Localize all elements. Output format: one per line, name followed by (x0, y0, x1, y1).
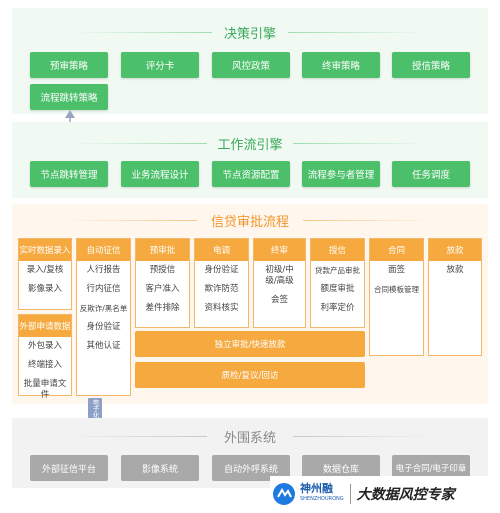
column-item[interactable]: 欺诈防范 (204, 284, 239, 294)
quality-review-bar[interactable]: 质检/复议/回访 (135, 362, 365, 388)
column-item[interactable]: 外包录入 (27, 341, 62, 351)
disbursement-column: 放款 放款 (428, 238, 482, 356)
brand-logo-icon (273, 483, 295, 505)
final-review-column: 终审 初级/中级/高级 会签 (253, 238, 306, 328)
column-header: 合同 (370, 239, 423, 261)
business-flow-design-button[interactable]: 业务流程设计 (121, 161, 199, 187)
external-systems-title: 外围系统 (223, 431, 276, 446)
column-item[interactable]: 合同模板管理 (374, 285, 419, 294)
column-item[interactable]: 影像录入 (27, 284, 62, 294)
brand-name: 神州融 (300, 482, 333, 495)
title-line-left (67, 436, 207, 437)
node-jump-management-button[interactable]: 节点跳转管理 (30, 161, 108, 187)
title-line-right (303, 220, 438, 221)
column-item[interactable]: 面签 (387, 265, 405, 275)
credit-approval-title: 信贷审批流程 (210, 215, 289, 230)
column-item[interactable]: 贷款产品审批 (315, 266, 360, 275)
title-line-left (72, 32, 212, 33)
brand-divider (349, 484, 351, 504)
flow-participant-management-button[interactable]: 流程参与者管理 (302, 161, 380, 187)
column-item[interactable]: 其他认证 (86, 341, 121, 351)
column-item[interactable]: 初级/中级/高级 (265, 265, 294, 286)
auto-credit-check-column: 自动征信 人行报告 行内征信 反欺诈/黑名单 身份验证 其他认证 (76, 238, 131, 396)
column-item[interactable]: 批量申请文件 (23, 379, 67, 400)
node-resource-config-button[interactable]: 节点资源配置 (212, 161, 290, 187)
title-line-right (293, 436, 433, 437)
title-line-right (288, 32, 428, 33)
fast-approval-bar[interactable]: 独立审批/快速放款 (135, 331, 365, 357)
risk-policy-button[interactable]: 风控政策 (212, 52, 290, 78)
external-application-data-column: 外部申请数据 外包录入 终端接入 批量申请文件 (18, 314, 72, 400)
external-credit-platform-button[interactable]: 外部征信平台 (30, 455, 108, 481)
column-item[interactable]: 反欺诈/黑名单 (79, 304, 128, 313)
column-item[interactable]: 人行报告 (86, 265, 121, 275)
phone-check-column: 电调 身份验证 欺诈防范 资料核实 (194, 238, 249, 328)
column-item[interactable]: 身份验证 (204, 265, 239, 275)
column-item[interactable]: 身份验证 (86, 322, 121, 332)
column-item[interactable]: 录入/复核 (26, 265, 64, 275)
credit-strategy-button[interactable]: 授信策略 (392, 52, 470, 78)
realtime-data-entry-column: 实时数据录入 录入/复核 影像录入 (18, 238, 72, 310)
contract-column: 合同 面签 合同模板管理 (369, 238, 424, 356)
brand-slogan: 大数据风控专家 (356, 487, 455, 503)
workflow-engine-title: 工作流引擎 (217, 138, 283, 153)
decision-engine-title: 决策引擎 (223, 27, 276, 42)
column-header: 授信 (311, 239, 364, 261)
column-header: 预审批 (136, 239, 189, 261)
column-item[interactable]: 行内征信 (86, 284, 121, 294)
image-system-button[interactable]: 影像系统 (121, 455, 199, 481)
column-header: 终审 (254, 239, 305, 261)
column-item[interactable]: 额度审批 (320, 284, 355, 294)
title-line-left (62, 220, 197, 221)
column-header: 自动征信 (77, 239, 130, 261)
brand-name-block: 神州融 SHENZHOURONG (300, 483, 344, 505)
column-item[interactable]: 放款 (446, 265, 464, 275)
pre-approval-column: 预审批 预授信 客户准入 差件排除 (135, 238, 190, 328)
task-scheduling-button[interactable]: 任务调度 (392, 161, 470, 187)
column-item[interactable]: 预授信 (149, 265, 176, 275)
column-item[interactable]: 终端接入 (27, 360, 62, 370)
column-header: 电调 (195, 239, 248, 261)
column-item[interactable]: 会签 (270, 295, 288, 305)
scorecard-button[interactable]: 评分卡 (121, 52, 199, 78)
final-review-strategy-button[interactable]: 终审策略 (302, 52, 380, 78)
pre-review-strategy-button[interactable]: 预审策略 (30, 52, 108, 78)
column-item[interactable]: 客户准入 (145, 284, 180, 294)
column-header: 放款 (429, 239, 481, 261)
flow-jump-strategy-button[interactable]: 流程跳转策略 (30, 84, 108, 110)
column-header: 实时数据录入 (19, 239, 71, 261)
column-item[interactable]: 资料核实 (204, 303, 239, 313)
brand-subname: SHENZHOURONG (300, 496, 344, 502)
title-line-right (293, 143, 428, 144)
column-item[interactable]: 利率定价 (320, 303, 355, 313)
column-item[interactable]: 差件排除 (145, 303, 180, 313)
credit-granting-column: 授信 贷款产品审批 额度审批 利率定价 (310, 238, 365, 328)
brand-footer: 神州融 SHENZHOURONG 大数据风控专家 (270, 476, 498, 512)
title-line-left (72, 143, 207, 144)
column-header: 外部申请数据 (19, 315, 71, 337)
